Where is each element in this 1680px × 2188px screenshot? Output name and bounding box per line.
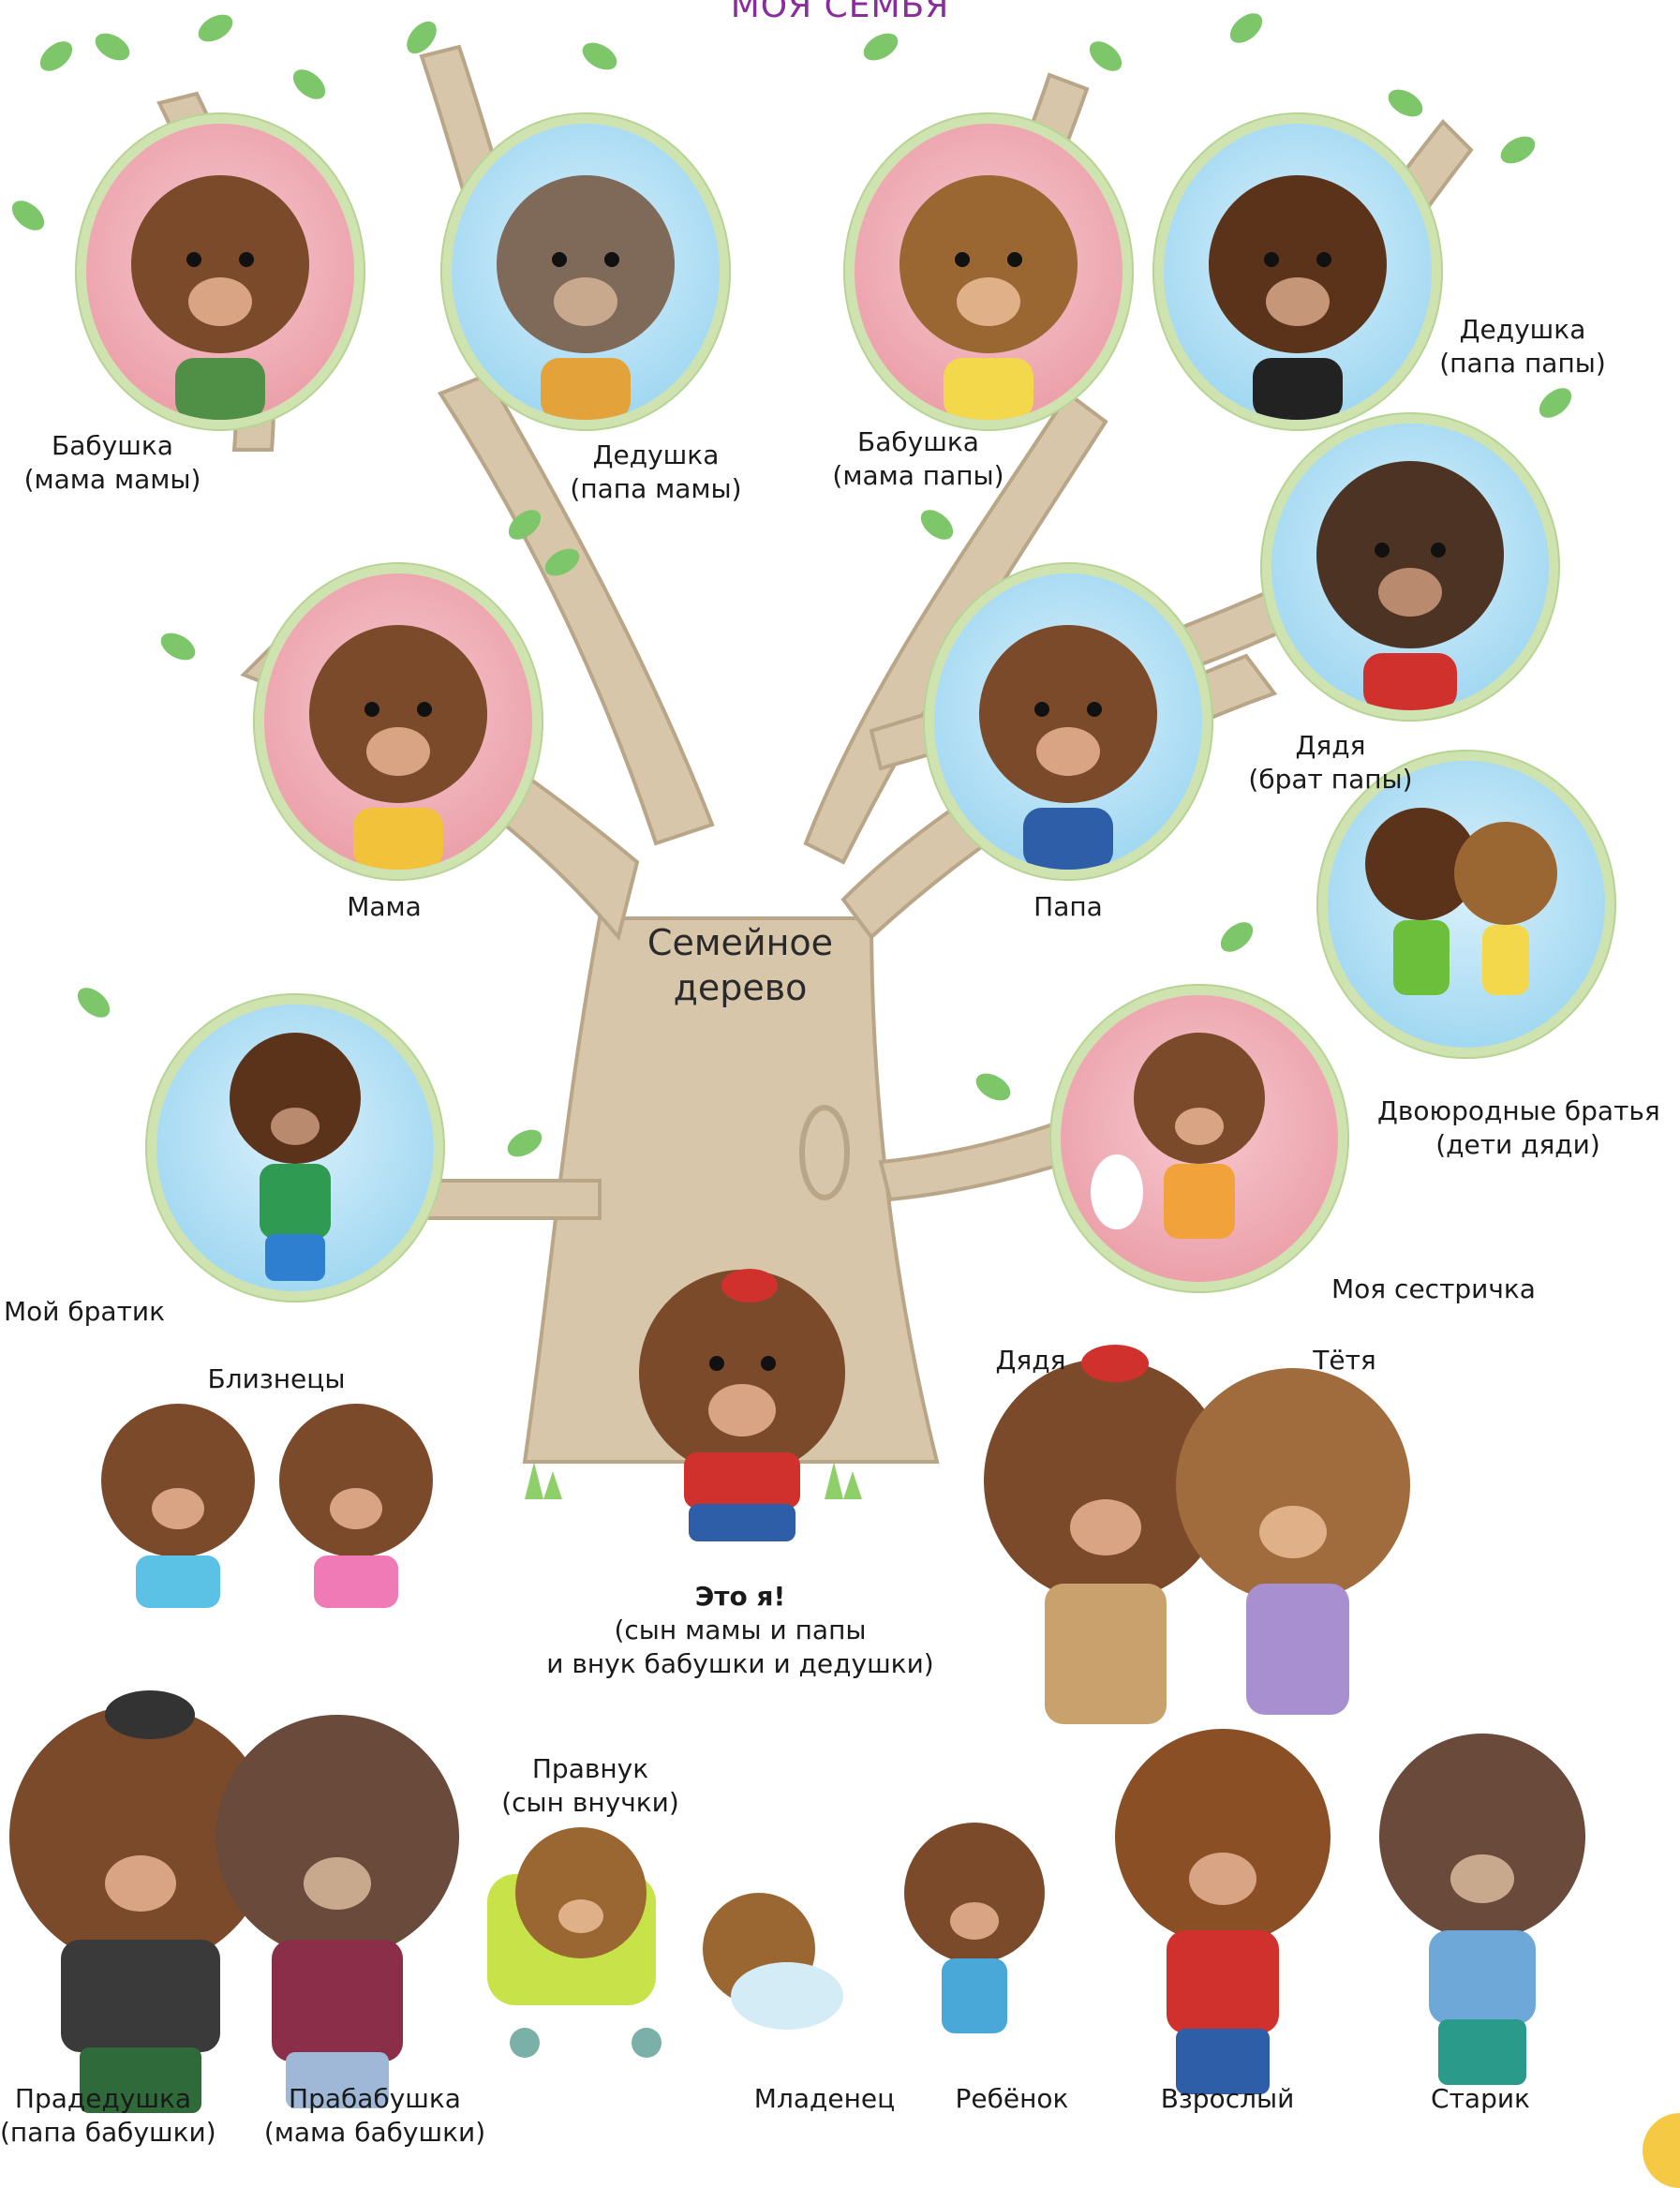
label-uncle-dad: Дядя(брат папы) <box>1237 729 1424 796</box>
bear-great-grandson <box>487 1827 662 2058</box>
label-cousins: Двоюродные братья(дети дяди) <box>1377 1094 1658 1162</box>
bear-child <box>904 1823 1045 2033</box>
label-great-grandpa: Прадедушка(папа бабушки) <box>0 2082 206 2150</box>
label-uncle: Дядя <box>965 1344 1096 1377</box>
bear-twins <box>101 1404 433 1608</box>
bear-baby <box>703 1893 843 2030</box>
bear-old-man <box>1379 1734 1585 2085</box>
label-adult: Взрослый <box>1143 2082 1312 2116</box>
label-grandma-dad: Бабушка(мама папы) <box>825 425 1012 493</box>
label-grandma-mom: Бабушка(мама мамы) <box>19 429 206 497</box>
label-great-grandma: Прабабушка(мама бабушки) <box>262 2082 487 2150</box>
bear-me <box>639 1269 845 1541</box>
label-dad: Папа <box>998 890 1138 924</box>
label-brother: Мой братик <box>0 1295 169 1329</box>
label-mom: Мама <box>314 890 454 924</box>
label-grandpa-mom: Дедушка(папа мамы) <box>562 439 750 506</box>
bear-great-grandpa <box>9 1690 272 2113</box>
label-grandpa-dad: Дедушка(папа папы) <box>1429 313 1616 380</box>
label-child: Ребёнок <box>937 2082 1087 2116</box>
label-baby: Младенец <box>740 2082 909 2116</box>
label-twins: Близнецы <box>183 1362 370 1396</box>
bear-adult <box>1115 1729 1331 2094</box>
label-sister: Моя сестричка <box>1331 1273 1537 1306</box>
bear-uncle-aunt <box>984 1345 1410 1724</box>
label-great-grandson: Правнук(сын внучки) <box>487 1752 693 1820</box>
bear-great-grandma <box>216 1715 459 2108</box>
label-old-man: Старик <box>1405 2082 1555 2116</box>
label-aunt: Тётя <box>1279 1344 1410 1377</box>
